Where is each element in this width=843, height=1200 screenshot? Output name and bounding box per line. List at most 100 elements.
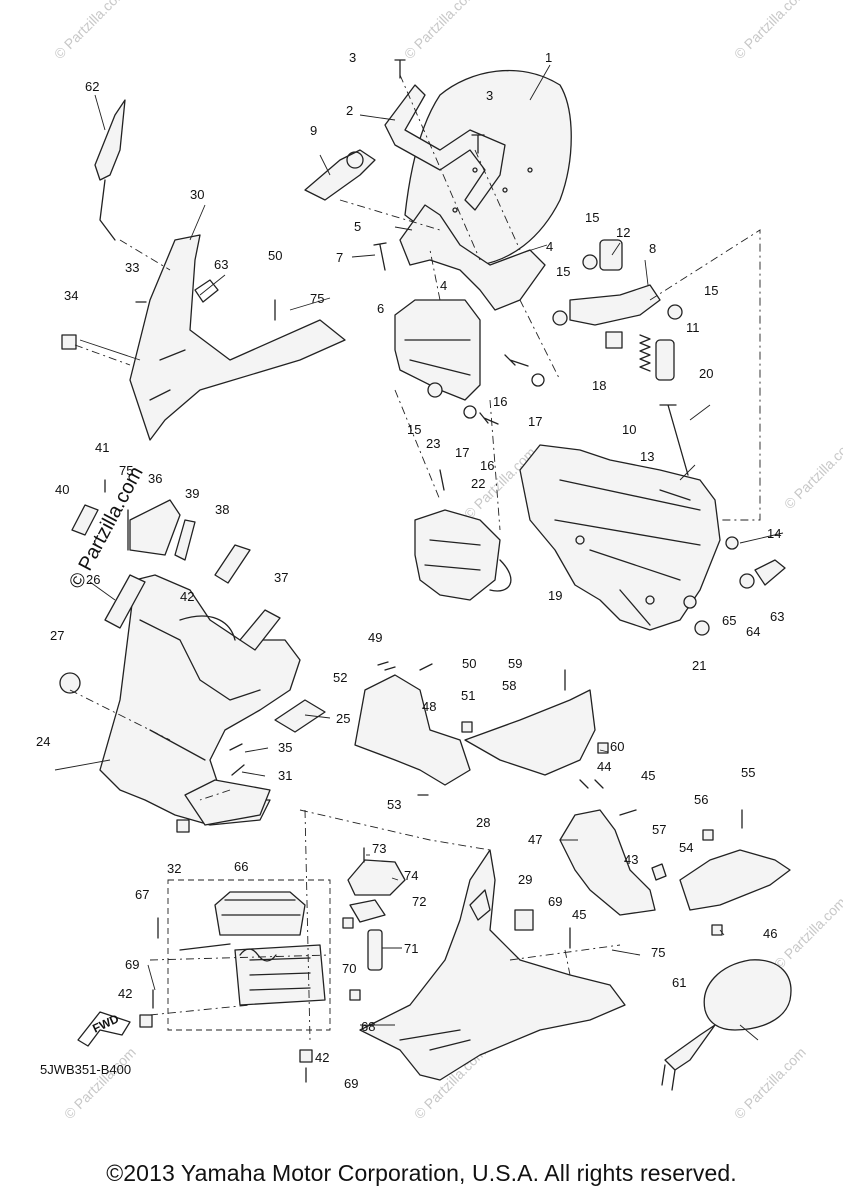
- callout-23: 23: [426, 436, 440, 451]
- watermark: © Partzilla.com: [771, 894, 843, 972]
- callout-52: 52: [333, 670, 347, 685]
- callout-29: 29: [518, 872, 532, 887]
- callout-75: 75: [651, 945, 665, 960]
- inner-panel: [129, 234, 346, 441]
- callout-69: 69: [344, 1076, 358, 1091]
- callout-6: 6: [377, 301, 384, 316]
- callout-70: 70: [342, 961, 356, 976]
- callout-3: 3: [349, 50, 356, 65]
- upper-cowling: [99, 574, 301, 826]
- inner-panel: [464, 689, 596, 776]
- bolt: [229, 743, 245, 776]
- callout-22: 22: [471, 476, 485, 491]
- callout-54: 54: [679, 840, 693, 855]
- fuse-holder: [367, 929, 383, 971]
- callout-61: 61: [672, 975, 686, 990]
- diagram-reference-code: 5JWB351-B400: [40, 1062, 132, 1077]
- clip: [342, 917, 354, 929]
- bracket: [184, 779, 271, 826]
- callout-34: 34: [64, 288, 78, 303]
- callout-75: 75: [119, 463, 133, 478]
- bracket: [399, 204, 546, 311]
- panel: [129, 499, 181, 556]
- callout-26: 26: [86, 572, 100, 587]
- bolt: [179, 943, 231, 951]
- callout-4: 4: [440, 278, 447, 293]
- air-duct: [354, 674, 471, 786]
- screw: [373, 59, 485, 271]
- ecu-group-box: [167, 879, 331, 1031]
- clip: [174, 519, 196, 561]
- callout-39: 39: [185, 486, 199, 501]
- callout-49: 49: [368, 630, 382, 645]
- callout-18: 18: [592, 378, 606, 393]
- stay: [304, 149, 376, 201]
- washer: [427, 382, 443, 398]
- callout-20: 20: [699, 366, 713, 381]
- callout-15: 15: [585, 210, 599, 225]
- grommet: [739, 573, 755, 589]
- callout-8: 8: [649, 241, 656, 256]
- watermark: © Partzilla.com: [731, 0, 809, 62]
- leader-lines: [54, 64, 784, 1041]
- callout-35: 35: [278, 740, 292, 755]
- watermark: © Partzilla.com: [401, 0, 479, 62]
- callout-9: 9: [310, 123, 317, 138]
- watermark: © Partzilla.com: [61, 1044, 139, 1122]
- callout-64: 64: [746, 624, 760, 639]
- washer: [683, 595, 697, 609]
- clip: [176, 819, 190, 833]
- callout-15: 15: [704, 283, 718, 298]
- callout-57: 57: [652, 822, 666, 837]
- callout-10: 10: [622, 422, 636, 437]
- copyright-notice: ©2013 Yamaha Motor Corporation, U.S.A. A…: [106, 1160, 737, 1186]
- nut: [725, 536, 739, 550]
- bolt: [659, 489, 691, 501]
- callout-44: 44: [597, 759, 611, 774]
- callout-45: 45: [641, 768, 655, 783]
- bolt: [659, 404, 689, 476]
- damper: [655, 339, 675, 381]
- clip: [461, 721, 473, 733]
- callout-53: 53: [387, 797, 401, 812]
- callout-27: 27: [50, 628, 64, 643]
- callout-32: 32: [167, 861, 181, 876]
- clip: [61, 334, 77, 350]
- callout-4: 4: [546, 239, 553, 254]
- fwd-arrow-icon: FWD: [77, 1011, 131, 1047]
- bolt: [479, 354, 529, 425]
- bracket: [384, 84, 506, 211]
- callout-47: 47: [528, 832, 542, 847]
- callout-37: 37: [274, 570, 288, 585]
- callout-73: 73: [372, 841, 386, 856]
- side-bracket: [679, 849, 791, 911]
- relay-bracket: [347, 859, 406, 896]
- washer: [463, 405, 477, 419]
- duct: [104, 574, 146, 629]
- callout-48: 48: [422, 699, 436, 714]
- watermark: © Partzilla.com: [781, 434, 843, 512]
- nut: [694, 620, 710, 636]
- clip: [711, 924, 723, 936]
- spring: [639, 334, 651, 372]
- callout-16: 16: [480, 458, 494, 473]
- callout-41: 41: [95, 440, 109, 455]
- callout-59: 59: [508, 656, 522, 671]
- callout-42: 42: [180, 589, 194, 604]
- watermark: © Partzilla.com: [731, 1044, 809, 1122]
- callout-50: 50: [268, 248, 282, 263]
- clip: [702, 829, 714, 841]
- stay-assembly: [519, 444, 721, 631]
- callout-19: 19: [548, 588, 562, 603]
- callout-38: 38: [215, 502, 229, 517]
- bolt: [135, 299, 276, 321]
- clip: [71, 504, 99, 536]
- callout-17: 17: [528, 414, 542, 429]
- callout-60: 60: [610, 739, 624, 754]
- washer: [582, 254, 598, 270]
- grommet: [194, 279, 219, 303]
- callout-71: 71: [404, 941, 418, 956]
- callout-33: 33: [125, 260, 139, 275]
- callout-74: 74: [404, 868, 418, 883]
- watermark: © Partzilla.com: [51, 0, 129, 62]
